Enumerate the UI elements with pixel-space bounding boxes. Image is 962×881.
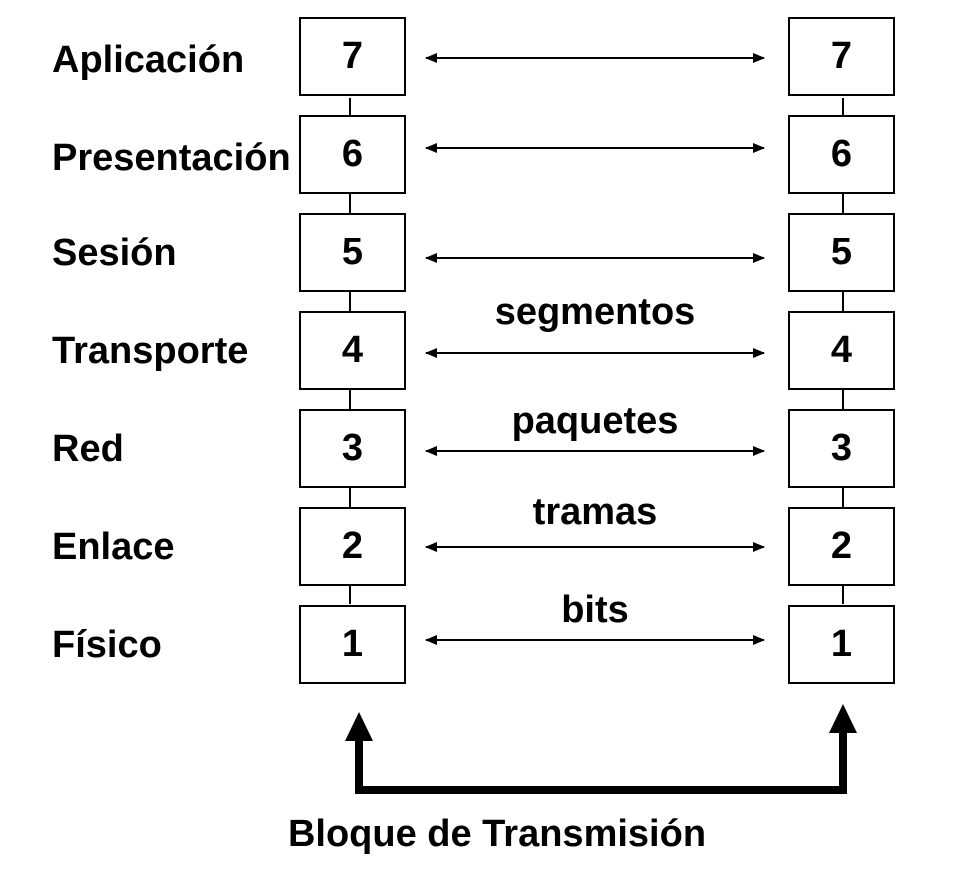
- right-layer-box-3: 3: [788, 409, 895, 488]
- left-layer-box-5: 5: [299, 213, 406, 292]
- right-layer-box-7: 7: [788, 17, 895, 96]
- left-layer-box-3: 3: [299, 409, 406, 488]
- transmission-block-label: Bloque de Transmisión: [287, 813, 707, 855]
- left-layer-box-4: 4: [299, 311, 406, 390]
- left-layer-box-1: 1: [299, 605, 406, 684]
- pdu-label-network: paquetes: [511, 400, 679, 442]
- right-layer-box-4: 4: [788, 311, 895, 390]
- layer-name-network: Red: [52, 429, 124, 469]
- right-layer-box-1: 1: [788, 605, 895, 684]
- pdu-label-link: tramas: [532, 491, 658, 533]
- right-layer-box-2: 2: [788, 507, 895, 586]
- layer-name-application: Aplicación: [52, 40, 245, 80]
- up-arrow-right-icon: [829, 704, 857, 733]
- left-layer-box-2: 2: [299, 507, 406, 586]
- right-layer-box-5: 5: [788, 213, 895, 292]
- layer-name-session: Sesión: [52, 233, 177, 273]
- pdu-label-transport: segmentos: [494, 291, 696, 333]
- right-layer-box-6: 6: [788, 115, 895, 194]
- layer-name-physical: Físico: [52, 625, 162, 665]
- layer-name-link: Enlace: [52, 527, 175, 567]
- layer-name-transport: Transporte: [52, 331, 249, 371]
- layer-name-presentation: Presentación: [52, 138, 291, 178]
- pdu-label-physical: bits: [561, 589, 629, 631]
- left-layer-box-6: 6: [299, 115, 406, 194]
- left-layer-box-7: 7: [299, 17, 406, 96]
- up-arrow-left-icon: [345, 712, 373, 741]
